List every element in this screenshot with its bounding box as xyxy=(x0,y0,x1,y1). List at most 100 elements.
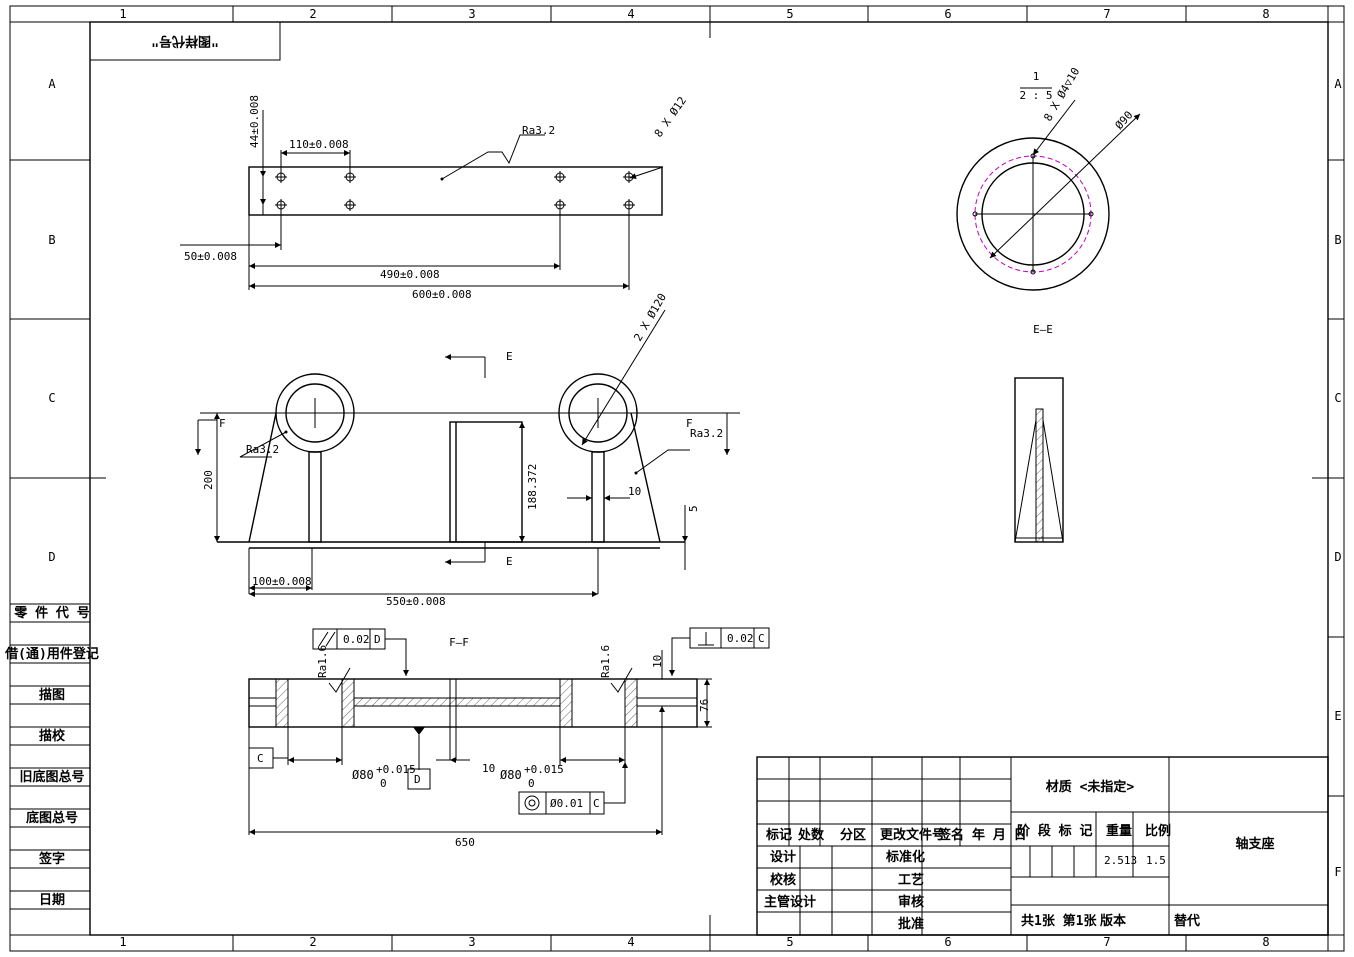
stage-label: 阶 段 标 记 xyxy=(1017,823,1092,839)
section-ee-view: 1 2 : 5 8 X Ø4▽10 Ø90 E—E xyxy=(956,65,1141,336)
col-label: 7 xyxy=(1103,935,1110,949)
roughness-symbol: Ra1.6 xyxy=(316,645,329,678)
col-label: 2 xyxy=(309,7,316,21)
col-label: 4 xyxy=(627,7,634,21)
col-label: 8 xyxy=(1262,7,1269,21)
tol-lower: 0 xyxy=(380,777,387,790)
dim-10: 10 xyxy=(482,762,495,775)
dim-490: 490±0.008 xyxy=(380,268,440,281)
col-label: 5 xyxy=(786,935,793,949)
approve-label: 批准 xyxy=(898,916,924,932)
section-ff-view: 0.02 D 0.02 C Ø0.01 C C D xyxy=(248,627,770,849)
weight-value: 2.513 xyxy=(1104,854,1137,867)
scale-label: 比例 xyxy=(1145,823,1171,839)
review-label: 审核 xyxy=(898,894,924,910)
row-label: C xyxy=(1334,391,1341,405)
perpendicularity-frame: 0.02 C xyxy=(669,627,770,676)
dia-right: Ø80 xyxy=(500,768,522,782)
section-e-label: E xyxy=(506,350,513,363)
standard-label: 标准化 xyxy=(885,849,925,865)
row-label: A xyxy=(1334,77,1342,91)
row-label: E xyxy=(1334,709,1341,723)
section-ee-title: E—E xyxy=(1033,323,1053,336)
col-label: 3 xyxy=(468,935,475,949)
row-label: F xyxy=(1334,865,1341,879)
part-name: 轴支座 xyxy=(1235,836,1274,852)
chief-label: 主管设计 xyxy=(764,894,816,910)
side-panel-label: 签字 xyxy=(38,851,65,867)
col-label: 6 xyxy=(944,7,951,21)
side-panel: 零 件 代 号 借(通)用件登记 描图 描校 旧底图总号 底图总号 签字 日期 xyxy=(4,605,99,910)
row-label: D xyxy=(48,550,55,564)
dim-550: 550±0.008 xyxy=(386,595,446,608)
parallelism-datum: D xyxy=(374,633,381,646)
row-label: D xyxy=(1334,550,1341,564)
dim-110: 110±0.008 xyxy=(289,138,349,151)
col-label: 更改文件号 xyxy=(880,827,945,843)
perpendicularity-datum: C xyxy=(758,632,765,645)
dim-100: 100±0.008 xyxy=(252,575,312,588)
drawing-number-label: "图样代号" xyxy=(151,33,219,49)
dia-90: Ø90 xyxy=(1113,109,1136,132)
dim-76: 76 xyxy=(698,699,711,712)
col-label: 1 xyxy=(119,935,126,949)
section-ff-title: F—F xyxy=(449,636,469,649)
material-label: 材质 <未指定> xyxy=(1046,779,1135,795)
check-label: 校核 xyxy=(770,872,796,888)
parallelism-value: 0.02 xyxy=(343,633,370,646)
roughness-symbol: Ra3.2 xyxy=(690,427,723,440)
dim-44: 44±0.008 xyxy=(248,95,261,148)
datum-c: C xyxy=(257,752,264,765)
drawing-number-box: "图样代号" xyxy=(89,21,281,61)
weight-label: 重量 xyxy=(1106,823,1132,839)
col-label: 5 xyxy=(786,7,793,21)
dia-left: Ø80 xyxy=(352,768,374,782)
version-label: 版本 xyxy=(1100,913,1126,929)
tol-upper: +0.015 xyxy=(524,763,564,776)
datum-d: D xyxy=(414,773,421,786)
row-label: C xyxy=(48,391,55,405)
zone-labels: 1 2 3 4 5 6 7 8 1 2 3 4 5 6 7 8 A B C D … xyxy=(48,7,1342,949)
col-label: 2 xyxy=(309,935,316,949)
col-label: 签名 xyxy=(937,827,964,843)
roughness-symbol: Ra3.2 xyxy=(246,443,279,456)
roughness-symbol: Ra3.2 xyxy=(522,124,555,137)
top-view: 44±0.008 110±0.008 50±0.008 490±0.008 60… xyxy=(180,94,689,301)
parallelism-frame: 0.02 D xyxy=(312,628,409,676)
section-e-label: E xyxy=(506,555,513,568)
col-label: 标记 xyxy=(765,827,792,843)
design-label: 设计 xyxy=(770,849,796,865)
concentricity-value: Ø0.01 xyxy=(550,797,583,810)
dim-600: 600±0.008 xyxy=(412,288,472,301)
col-label: 6 xyxy=(944,935,951,949)
sheets-label: 共1张 第1张 xyxy=(1021,913,1097,929)
front-view: E E 2 X Ø120 200 188.372 10 5 100±0.008 … xyxy=(195,291,740,608)
process-label: 工艺 xyxy=(898,872,924,888)
scale-top: 1 xyxy=(1033,70,1040,83)
tol-upper: +0.015 xyxy=(376,763,416,776)
tol-lower: 0 xyxy=(528,777,535,790)
col-label: 分区 xyxy=(840,827,866,843)
col-label: 3 xyxy=(468,7,475,21)
perpendicularity-value: 0.02 xyxy=(727,632,754,645)
row-label: B xyxy=(48,233,55,247)
side-panel-label: 日期 xyxy=(39,893,65,908)
dim-5: 5 xyxy=(687,505,700,512)
row-label: A xyxy=(48,77,56,91)
concentricity-datum: C xyxy=(593,797,600,810)
title-block: 材质 <未指定> 标记 处数 分区 更改文件号 签名 年 月 日 阶 段 标 记… xyxy=(756,756,1329,936)
dim-200: 200 xyxy=(202,470,215,490)
section-f-label: F xyxy=(686,417,693,430)
col-label: 处数 xyxy=(797,827,825,843)
col-label: 1 xyxy=(119,7,126,21)
side-panel-label: 旧底图总号 xyxy=(19,769,84,785)
dim-10: 10 xyxy=(651,655,664,668)
col-label: 7 xyxy=(1103,7,1110,21)
side-panel-label: 零 件 代 号 xyxy=(13,605,89,621)
col-label: 4 xyxy=(627,935,634,949)
side-panel-label: 底图总号 xyxy=(26,810,78,826)
side-view xyxy=(1014,377,1064,543)
scale-value: 1.5 xyxy=(1146,854,1166,867)
section-f-label: F xyxy=(219,417,226,430)
